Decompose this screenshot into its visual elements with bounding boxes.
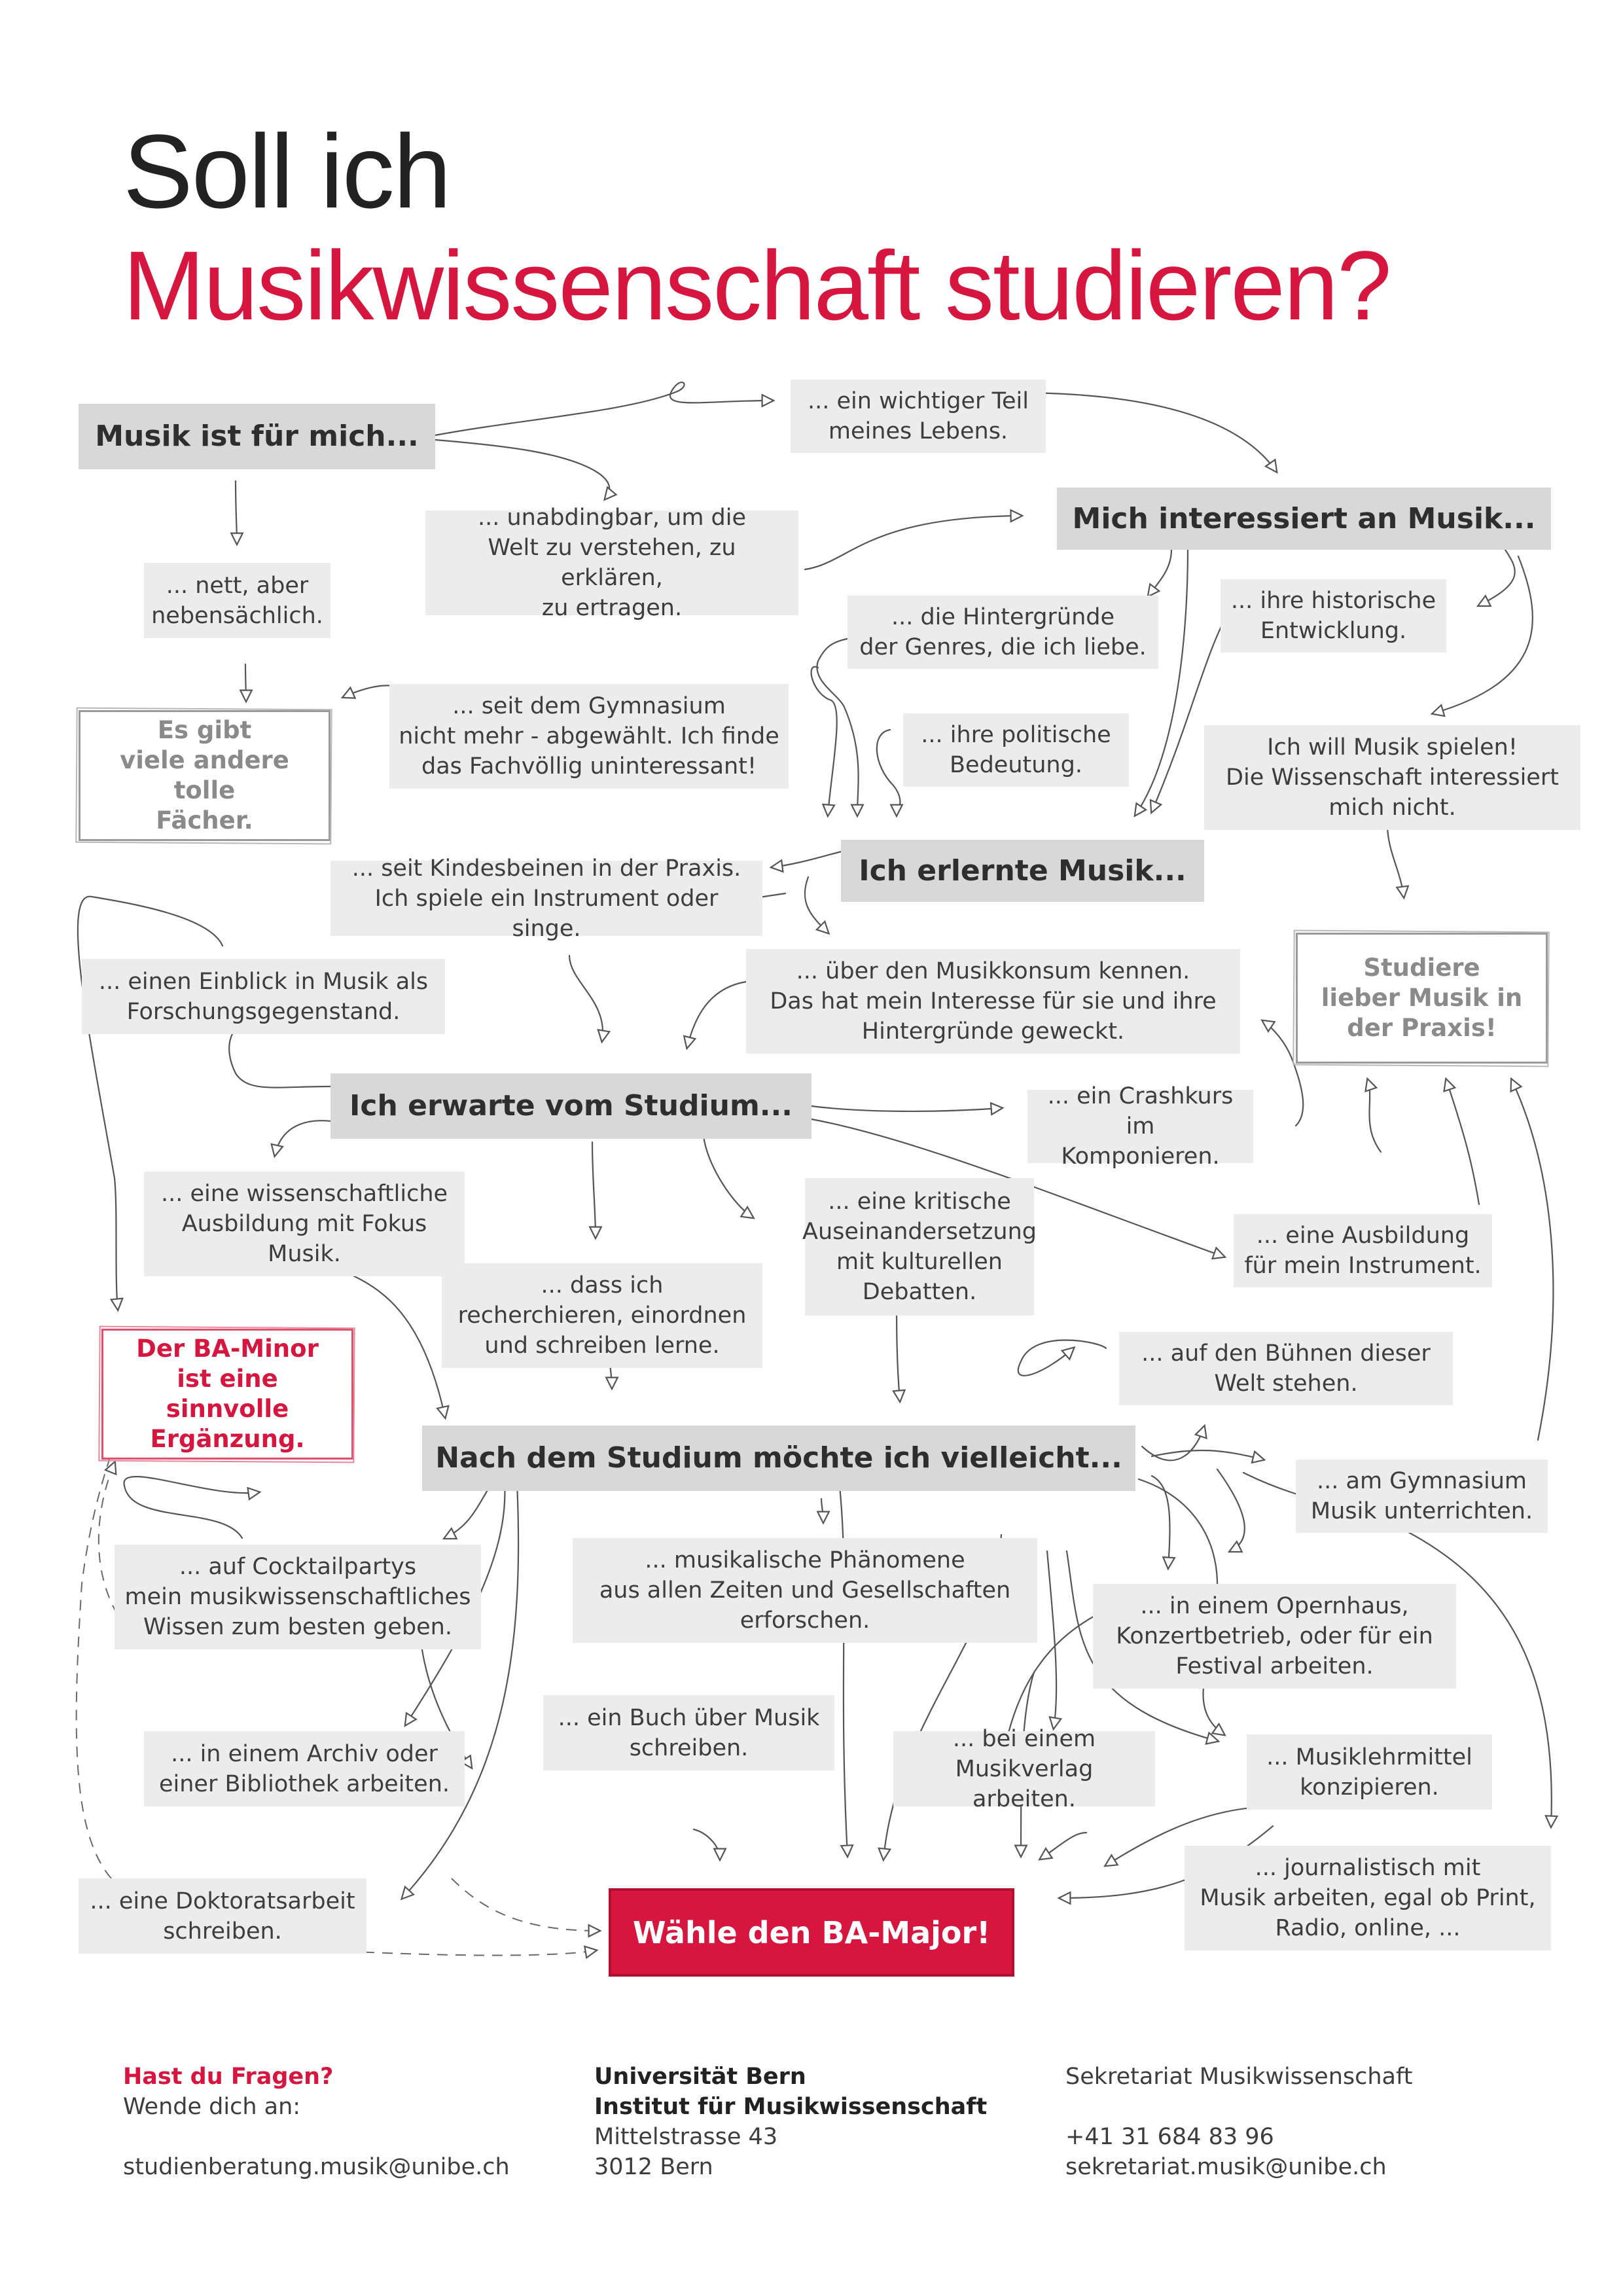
arrow <box>1368 1080 1382 1153</box>
node-journalistisch: ... journalistisch mit Musik arbeiten, e… <box>1185 1846 1551 1950</box>
arrow <box>236 480 237 543</box>
arrow <box>687 980 747 1047</box>
node-andere-faecher: Es gibt viele andere tolle Fächer. <box>79 710 330 841</box>
arrow <box>772 850 846 867</box>
arrow <box>77 895 224 1309</box>
node-musikverlag: ... bei einem Musikverlag arbeiten. <box>893 1726 1155 1812</box>
footer-spacer <box>123 2122 510 2152</box>
arrow <box>1149 548 1173 596</box>
arrow <box>692 1828 720 1859</box>
arrow <box>406 1471 506 1725</box>
arrow <box>1017 1339 1107 1376</box>
arrow <box>1046 1550 1056 1728</box>
node-buch: ... ein Buch über Musik schreiben. <box>543 1695 834 1770</box>
arrow <box>434 439 609 499</box>
node-nett: ... nett, aber nebensächlich. <box>144 563 330 638</box>
node-gymnasium-abgewaehlt: ... seit dem Gymnasium nicht mehr - abge… <box>389 684 789 789</box>
node-recherchieren: ... dass ich recherchieren, einordnen un… <box>442 1263 762 1368</box>
arrow <box>702 1134 753 1217</box>
node-einblick: ... einen Einblick in Musik als Forschun… <box>82 959 445 1034</box>
arrow <box>810 1106 1001 1111</box>
node-konsum: ... über den Musikkonsum kennen. Das hat… <box>746 949 1240 1054</box>
arrow <box>804 876 828 933</box>
node-wissenschaftlich: ... eine wissenschaftliche Ausbildung mi… <box>144 1172 465 1276</box>
node-unabdingbar: ... unabdingbar, um die Welt zu verstehe… <box>425 505 798 621</box>
node-instrument: ... eine Ausbildung für mein Instrument. <box>1234 1214 1492 1287</box>
node-erlernte: Ich erlernte Musik... <box>841 840 1204 902</box>
arrow <box>434 382 772 437</box>
arrow <box>836 1468 847 1856</box>
dashed-arrow <box>327 1950 596 1956</box>
node-opernhaus: ... in einem Opernhaus, Konzertbetrieb, … <box>1093 1584 1456 1689</box>
arrow <box>816 637 858 815</box>
footer-ort: 3012 Bern <box>594 2154 713 2180</box>
arrow <box>1263 1021 1304 1127</box>
arrow <box>1386 823 1404 897</box>
node-buehnen: ... auf den Bühnen dieser Welt stehen. <box>1119 1332 1453 1405</box>
node-erwarte: Ich erwarte vom Studium... <box>330 1073 812 1139</box>
node-gymnasium-unterrichten: ... am Gymnasium Musik unterrichten. <box>1296 1460 1548 1533</box>
arrow <box>1041 1831 1088 1859</box>
arrow <box>876 728 901 815</box>
node-interessiert: Mich interessiert an Musik... <box>1057 488 1551 550</box>
arrow <box>245 663 246 700</box>
arrow <box>1512 1080 1554 1441</box>
arrow <box>821 1498 823 1522</box>
node-ba-minor: Der BA-Minor ist eine sinnvolle Ergänzun… <box>101 1329 353 1460</box>
node-wichtiger-teil: ... ein wichtiger Teil meines Lebens. <box>791 380 1046 453</box>
page-title-line2: Musikwissenschaft studieren? <box>123 230 1392 340</box>
arrow <box>123 1476 259 1539</box>
dashed-arrow <box>75 1437 118 1879</box>
node-crashkurs: ... ein Crashkurs im Komponieren. <box>1027 1083 1253 1170</box>
footer-institut: Institut für Musikwissenschaft <box>594 2094 988 2120</box>
node-lehrmittel: ... Musiklehrmittel konzipieren. <box>1247 1734 1492 1810</box>
node-praxis: Studiere lieber Musik in der Praxis! <box>1296 933 1548 1064</box>
node-politisch: ... ihre politische Bedeutung. <box>903 713 1129 787</box>
arrow <box>1141 1427 1204 1462</box>
node-historisch: ... ihre historische Entwicklung. <box>1221 579 1446 653</box>
node-doktorat: ... eine Doktoratsarbeit schreiben. <box>79 1878 366 1954</box>
node-kindesbeinen: ... seit Kindesbeinen in der Praxis. Ich… <box>330 855 762 942</box>
arrow <box>810 666 838 815</box>
footer-telefon[interactable]: +41 31 684 83 96 <box>1065 2124 1274 2150</box>
arrow <box>1060 1825 1274 1898</box>
node-ba-major: Wähle den BA-Major! <box>609 1888 1014 1977</box>
arrow <box>568 954 603 1041</box>
arrow <box>1150 1475 1169 1568</box>
footer-sekretariat: Sekretariat Musikwissenschaft +41 31 684… <box>1065 2062 1412 2182</box>
footer-sekretariat-label: Sekretariat Musikwissenschaft <box>1065 2064 1413 2090</box>
node-kritisch: ... eine kritische Auseinandersetzung mi… <box>802 1178 1037 1316</box>
footer-uni: Universität Bern <box>594 2064 806 2090</box>
page-title-line1: Soll ich <box>123 113 452 230</box>
arrow <box>592 1141 596 1237</box>
dashed-arrow <box>451 1878 599 1931</box>
footer-wende: Wende dich an: <box>123 2094 301 2120</box>
arrow <box>810 1118 1224 1257</box>
footer-spacer-2 <box>1065 2092 1412 2122</box>
arrow <box>1446 1080 1480 1206</box>
arrow <box>1013 391 1276 471</box>
arrow <box>804 516 1021 571</box>
footer-address: Universität Bern Institut für Musikwisse… <box>594 2062 987 2182</box>
node-hintergruende: ... die Hintergründe der Genres, die ich… <box>847 596 1158 669</box>
footer-email-studienberatung[interactable]: studienberatung.musik@unibe.ch <box>123 2154 510 2180</box>
arrow <box>1479 548 1516 605</box>
node-cocktail: ... auf Cocktailpartys mein musikwissens… <box>115 1545 481 1649</box>
arrow <box>402 1481 520 1898</box>
arrow <box>1216 1468 1245 1551</box>
footer-contact: Hast du Fragen? Wende dich an: studienbe… <box>123 2062 510 2182</box>
node-spielen: Ich will Musik spielen! Die Wissenschaft… <box>1204 725 1580 830</box>
arrow <box>1135 548 1189 815</box>
node-musik-ist: Musik ist für mich... <box>79 404 435 469</box>
footer-fragen: Hast du Fragen? <box>123 2064 334 2090</box>
arrow <box>1433 555 1533 713</box>
node-phaenomene: ... musikalische Phänomene aus allen Zei… <box>573 1538 1037 1643</box>
footer-email-sekretariat[interactable]: sekretariat.musik@unibe.ch <box>1065 2154 1387 2180</box>
node-archiv: ... in einem Archiv oder einer Bibliothe… <box>144 1731 465 1806</box>
node-nach-studium: Nach dem Studium möchte ich vielleicht..… <box>422 1426 1135 1491</box>
footer-strasse: Mittelstrasse 43 <box>594 2124 778 2150</box>
arrow <box>1150 1449 1263 1460</box>
